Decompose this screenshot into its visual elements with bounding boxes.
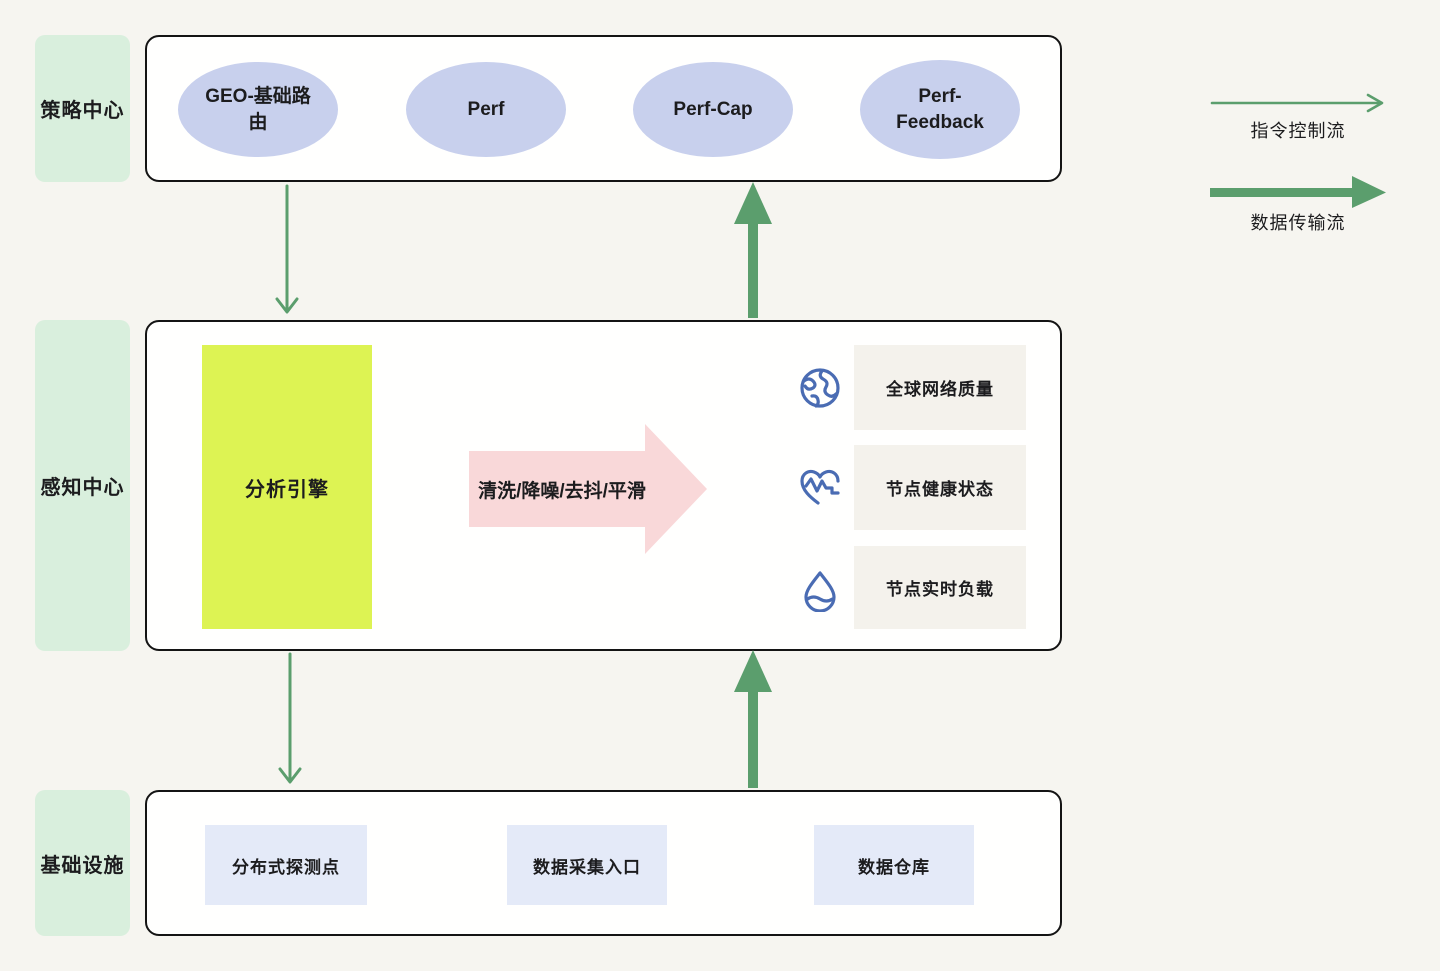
data-flow-arrow-infrastructure-to-perception — [734, 650, 772, 788]
infrastructure-container: 分布式探测点 数据采集入口 数据仓库 — [145, 790, 1062, 936]
legend-data-flow-label: 数据传输流 — [1250, 213, 1346, 233]
strategy-node-perf: Perf — [406, 62, 566, 157]
water-drop-icon — [804, 571, 836, 612]
legend: 指令控制流 数据传输流 — [1208, 85, 1388, 245]
legend-control-flow-arrow — [1210, 93, 1384, 113]
infra-data-collection-entry: 数据采集入口 — [507, 825, 667, 905]
row-label-infrastructure: 基础设施 — [35, 790, 130, 936]
control-flow-arrow-perception-to-infrastructure — [278, 652, 302, 784]
process-arrow-label: 清洗/降噪/去抖/平滑 — [478, 480, 646, 502]
infra-distributed-probes: 分布式探测点 — [205, 825, 367, 905]
control-flow-arrow-strategy-to-perception — [275, 184, 299, 314]
process-arrow-shape — [469, 424, 707, 554]
row-label-perception-center: 感知中心 — [35, 320, 130, 651]
legend-control-flow-label: 指令控制流 — [1250, 121, 1346, 141]
metric-global-network-quality: 全球网络质量 — [854, 345, 1026, 430]
data-flow-arrow-perception-to-strategy — [734, 182, 772, 318]
heart-pulse-icon — [800, 469, 840, 505]
metric-node-realtime-load: 节点实时负载 — [854, 546, 1026, 629]
metric-node-health-status: 节点健康状态 — [854, 445, 1026, 530]
analysis-engine-block: 分析引擎 — [202, 345, 372, 629]
row-label-strategy-center: 策略中心 — [35, 35, 130, 182]
strategy-node-perf-cap: Perf-Cap — [633, 62, 793, 157]
infra-data-warehouse: 数据仓库 — [814, 825, 974, 905]
strategy-node-perf-feedback: Perf-Feedback — [860, 60, 1020, 159]
legend-data-flow-arrow — [1210, 176, 1386, 208]
globe-icon — [800, 368, 840, 408]
strategy-node-geo-routing: GEO-基础路由 — [178, 62, 338, 157]
perception-container: 分析引擎 清洗/降噪/去抖/平滑 全球网络质量 节点健康状态 节点实时负载 — [145, 320, 1062, 651]
strategy-container: GEO-基础路由 Perf Perf-Cap Perf-Feedback — [145, 35, 1062, 182]
